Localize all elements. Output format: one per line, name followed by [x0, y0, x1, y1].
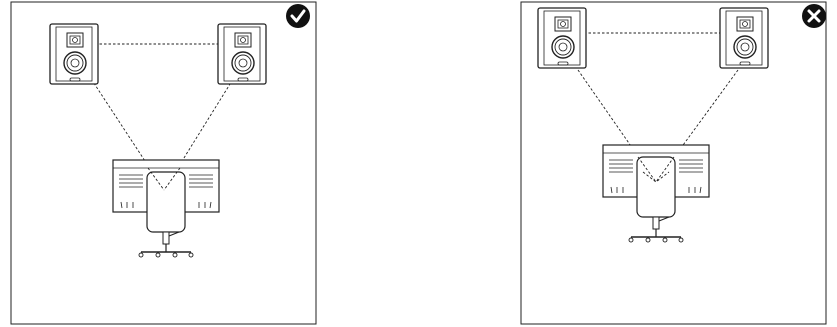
panel-correct-setup [10, 1, 317, 325]
check-circle-icon [286, 4, 310, 28]
left-speaker [537, 7, 587, 69]
panel-incorrect-setup [520, 1, 827, 325]
right-speaker [719, 7, 769, 69]
x-circle-icon [802, 4, 826, 28]
right-speaker [217, 23, 267, 85]
left-speaker [49, 23, 99, 85]
